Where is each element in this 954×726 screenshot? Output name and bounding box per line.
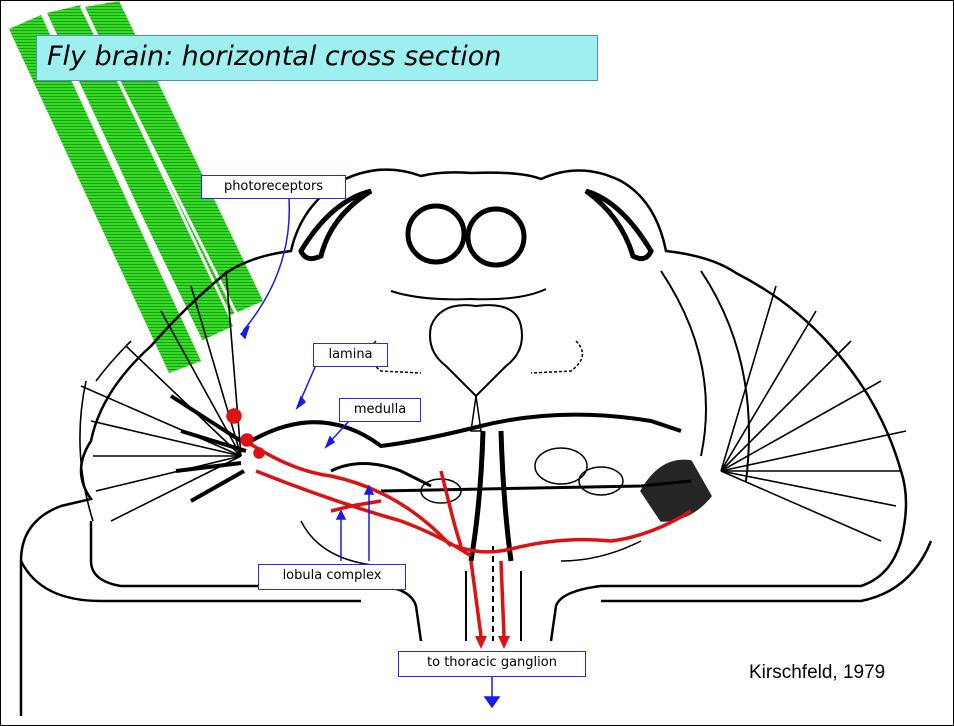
red-neurons (228, 410, 691, 649)
slide-title-box: Fly brain: horizontal cross section (36, 35, 598, 81)
label-thoracic-ganglion: to thoracic ganglion (398, 651, 586, 677)
right-eye-fan (641, 271, 906, 541)
callout-lines (241, 199, 499, 707)
label-lamina: lamina (313, 343, 388, 367)
label-medulla: medulla (339, 398, 421, 422)
slide-title: Fly brain: horizontal cross section (47, 41, 501, 72)
citation: Kirschfeld, 1979 (749, 662, 885, 684)
label-photoreceptors: photoreceptors (201, 175, 346, 199)
ocelli-region (301, 191, 651, 299)
label-lobula-complex: lobula complex (258, 564, 406, 590)
